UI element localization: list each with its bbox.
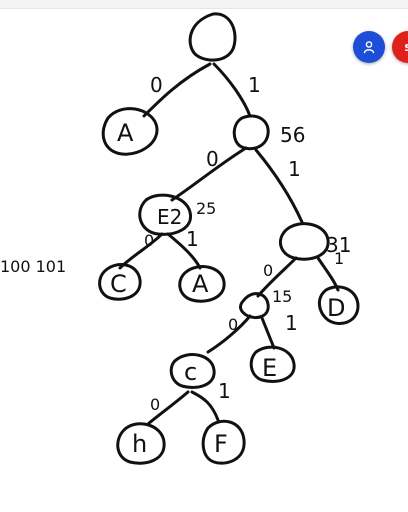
- edge-15-c: [206, 314, 252, 354]
- edge-label-right-left: 0: [263, 261, 273, 280]
- node-right: [278, 222, 330, 261]
- top-bar: [0, 0, 408, 9]
- weight-15: 15: [272, 287, 292, 306]
- node-E-label: E: [262, 354, 277, 382]
- edge-label-15-left: 0: [228, 315, 238, 334]
- edge-E2-A2: [166, 232, 202, 270]
- edge-label-E2-left: 0: [144, 231, 154, 250]
- edge-label-c-left: 0: [150, 395, 160, 414]
- weight-25: 25: [196, 199, 216, 218]
- side-codes: 100 101: [0, 257, 66, 276]
- node-15: [239, 292, 270, 319]
- node-F-label: F: [214, 430, 228, 458]
- node-E2: [138, 193, 193, 236]
- edge-56-E2: [170, 146, 248, 202]
- edge-E2-C: [118, 232, 164, 270]
- root-node: [188, 12, 237, 62]
- edge-label-root-left: 0: [150, 73, 163, 97]
- node-F: [201, 419, 246, 465]
- edge-right-D: [316, 256, 340, 292]
- edge-label-56-left: 0: [206, 147, 219, 171]
- node-c-label: c: [184, 358, 197, 386]
- edge-label-right-right: 1: [334, 249, 344, 268]
- weight-31: 31: [326, 233, 351, 257]
- share-button-label: s: [404, 40, 408, 54]
- share-button[interactable]: s: [392, 31, 408, 63]
- user-button[interactable]: [353, 31, 385, 63]
- node-A2: [178, 265, 226, 303]
- edge-56-right: [254, 148, 304, 224]
- edge-root-56: [212, 62, 252, 118]
- weight-56: 56: [280, 123, 305, 147]
- edge-right-15: [256, 256, 298, 298]
- edge-label-c-right: 1: [218, 379, 231, 403]
- node-D-label: D: [327, 294, 345, 322]
- node-E2-label: E2: [157, 205, 182, 229]
- user-icon: [363, 41, 375, 54]
- edge-c-F: [190, 390, 220, 422]
- edge-c-h: [146, 390, 190, 426]
- node-h-label: h: [132, 430, 147, 458]
- node-D: [318, 285, 360, 325]
- edge-label-E2-right: 1: [186, 227, 199, 251]
- node-C: [98, 263, 142, 301]
- edge-label-root-right: 1: [248, 73, 261, 97]
- node-A-label: A: [117, 119, 134, 147]
- edge-label-15-right: 1: [285, 311, 298, 335]
- edge-15-E: [260, 316, 276, 350]
- edge-label-56-right: 1: [288, 157, 301, 181]
- node-c: [169, 353, 216, 389]
- node-A: [101, 107, 159, 156]
- node-E: [249, 345, 296, 383]
- edge-root-A: [142, 62, 212, 118]
- node-56: [232, 114, 270, 151]
- node-C-label: C: [110, 270, 127, 298]
- node-A2-label: A: [192, 270, 209, 298]
